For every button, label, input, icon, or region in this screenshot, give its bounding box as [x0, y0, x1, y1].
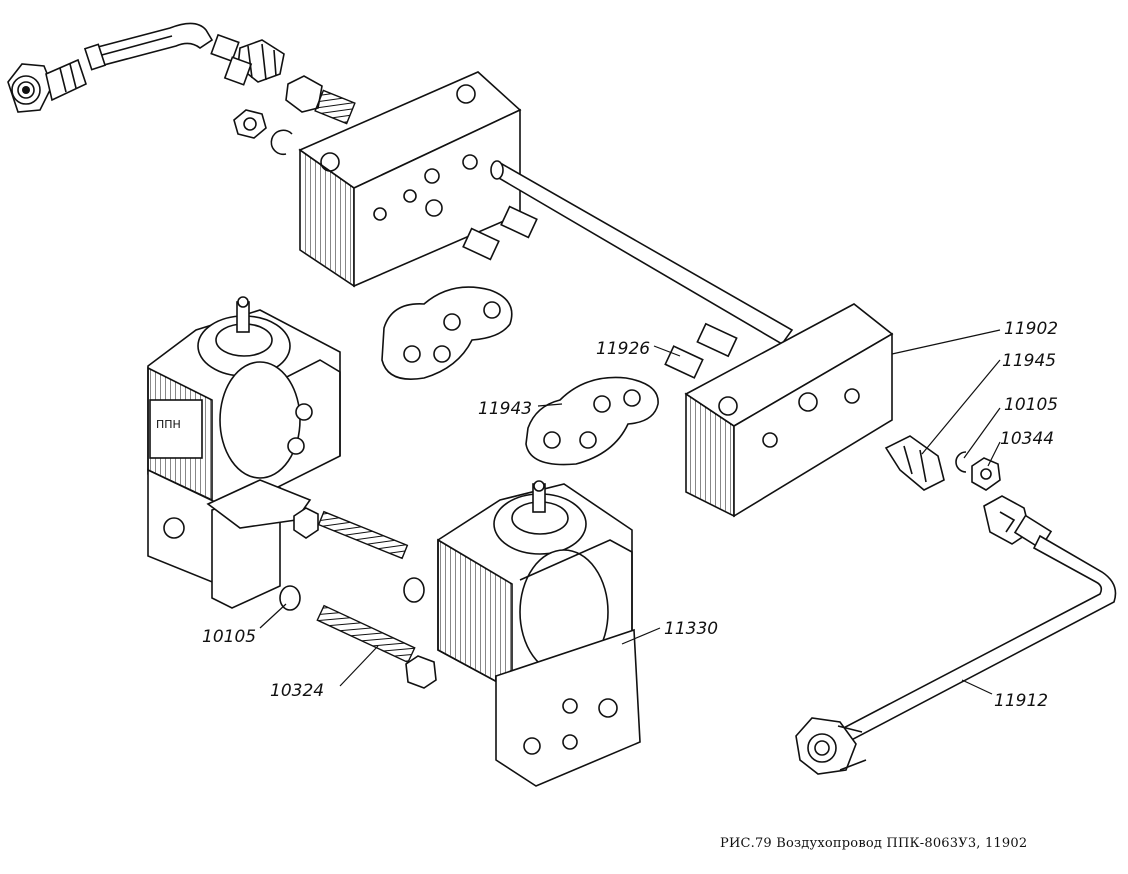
upper-pipe-assembly [7, 22, 356, 156]
leader-10105-right [963, 407, 1001, 459]
label-10105-right: 10105 [1004, 395, 1058, 415]
washer-10105-right [955, 451, 967, 473]
right-manifold-block [684, 303, 894, 518]
bolt-10324 [316, 604, 437, 689]
leader-11926 [653, 345, 681, 357]
label-11330: 11330 [664, 619, 718, 639]
leader-11330 [621, 627, 661, 645]
leader-11902 [891, 329, 1001, 355]
label-11943: 11943 [478, 399, 532, 419]
label-11912: 11912 [994, 691, 1048, 711]
spring-washer [270, 129, 293, 156]
figure-caption: РИС.79 Воздухопровод ППК-8063У3, 11902 [720, 836, 1028, 851]
label-11926: 11926 [596, 339, 650, 359]
nut-10344 [971, 457, 1001, 491]
part-labels: 11902 11945 10105 10344 11926 11943 1133… [202, 319, 1058, 711]
threaded-adapter [285, 75, 356, 125]
gasket-11943 [525, 376, 659, 466]
union-nut-left [7, 58, 87, 113]
connecting-rod [490, 160, 794, 346]
leader-10324 [339, 645, 379, 687]
leader-11912 [961, 679, 993, 695]
label-10105-left: 10105 [202, 627, 256, 647]
upper-manifold-block [298, 71, 522, 288]
washer-10105-left [279, 585, 301, 611]
fitting-11945 [884, 435, 945, 491]
solenoid-valve-left: ППН [147, 296, 341, 609]
label-10324: 10324 [270, 681, 324, 701]
label-11945: 11945 [1002, 351, 1056, 371]
gasket-upper [381, 286, 513, 380]
leader-10105-left [259, 603, 287, 629]
leader-10344 [987, 441, 1001, 467]
hex-nut-small [233, 109, 267, 139]
leader-11945 [921, 359, 1001, 455]
union-fitting [210, 33, 285, 86]
bolt-upper [293, 507, 425, 603]
leader-11943 [537, 403, 563, 407]
label-10344: 10344 [1000, 429, 1054, 449]
solenoid-valve-11330 [437, 480, 641, 787]
label-11902: 11902 [1004, 319, 1058, 339]
leader-lines [259, 329, 1001, 695]
bent-tube-11912 [795, 495, 1117, 775]
nameplate-text: ППН [156, 418, 181, 431]
elbow-hose [83, 22, 214, 71]
